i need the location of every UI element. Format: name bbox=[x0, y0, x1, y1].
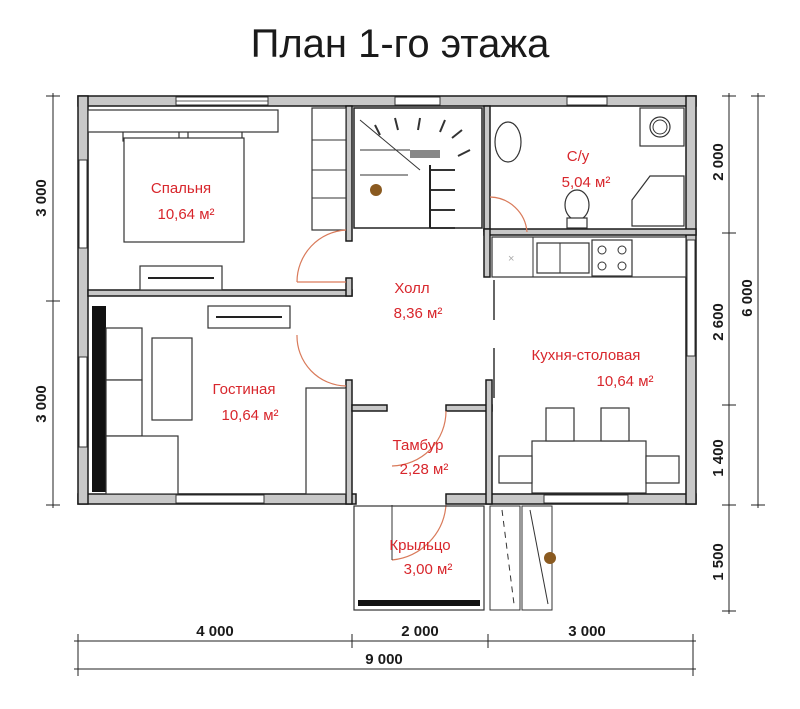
room-labels: Спальня 10,64 м² С/у 5,04 м² Холл 8,36 м… bbox=[151, 148, 654, 578]
living-name: Гостиная bbox=[213, 381, 276, 398]
sink-icon bbox=[494, 121, 522, 163]
svg-text:2 000: 2 000 bbox=[710, 143, 727, 181]
svg-text:2 000: 2 000 bbox=[401, 623, 439, 640]
porch bbox=[353, 505, 553, 611]
svg-text:6 000: 6 000 bbox=[739, 279, 756, 317]
page-title: План 1-го этажа bbox=[250, 22, 550, 66]
sofa bbox=[92, 306, 179, 495]
svg-text:1 400: 1 400 bbox=[710, 439, 727, 477]
cabinet bbox=[305, 387, 347, 495]
coffee-table bbox=[151, 337, 193, 421]
windows bbox=[78, 96, 696, 504]
vestibule-area: 2,28 м² bbox=[400, 461, 449, 478]
bed bbox=[87, 109, 279, 243]
svg-text:3 000: 3 000 bbox=[33, 179, 50, 217]
door-arcs bbox=[296, 196, 528, 561]
kitchen-counter: × bbox=[491, 236, 687, 278]
hall-area: 8,36 м² bbox=[394, 305, 443, 322]
kitchen-area: 10,64 м² bbox=[596, 373, 653, 390]
porch-area: 3,00 м² bbox=[404, 561, 453, 578]
wardrobe bbox=[311, 107, 347, 231]
svg-text:×: × bbox=[508, 253, 514, 265]
living-area: 10,64 м² bbox=[221, 407, 278, 424]
column-marker bbox=[370, 184, 382, 196]
porch-name: Крыльцо bbox=[389, 537, 450, 554]
column-marker-porch bbox=[544, 552, 556, 564]
svg-text:2 600: 2 600 bbox=[710, 303, 727, 341]
dimensions-right: 2 000 2 600 1 400 1 500 6 000 bbox=[710, 93, 765, 614]
dining-set bbox=[498, 407, 680, 494]
vestibule-name: Тамбур bbox=[393, 437, 444, 454]
svg-text:3 000: 3 000 bbox=[33, 385, 50, 423]
svg-text:1 500: 1 500 bbox=[710, 543, 727, 581]
toilet-icon bbox=[564, 189, 590, 221]
dimensions-bottom: 4 000 2 000 3 000 9 000 bbox=[74, 623, 696, 676]
svg-text:4 000: 4 000 bbox=[196, 623, 234, 640]
kitchen-name: Кухня-столовая bbox=[532, 347, 641, 364]
hall-name: Холл bbox=[394, 280, 429, 297]
staircase bbox=[353, 107, 483, 229]
svg-text:9 000: 9 000 bbox=[365, 651, 403, 668]
bedroom-area: 10,64 м² bbox=[157, 206, 214, 223]
dimensions-left: 3 000 3 000 bbox=[33, 93, 60, 508]
bathroom-area: 5,04 м² bbox=[562, 174, 611, 191]
shower-icon bbox=[631, 175, 685, 227]
svg-text:3 000: 3 000 bbox=[568, 623, 606, 640]
interior-walls bbox=[87, 105, 697, 505]
bedroom-name: Спальня bbox=[151, 180, 211, 197]
bathroom-name: С/у bbox=[567, 148, 590, 165]
